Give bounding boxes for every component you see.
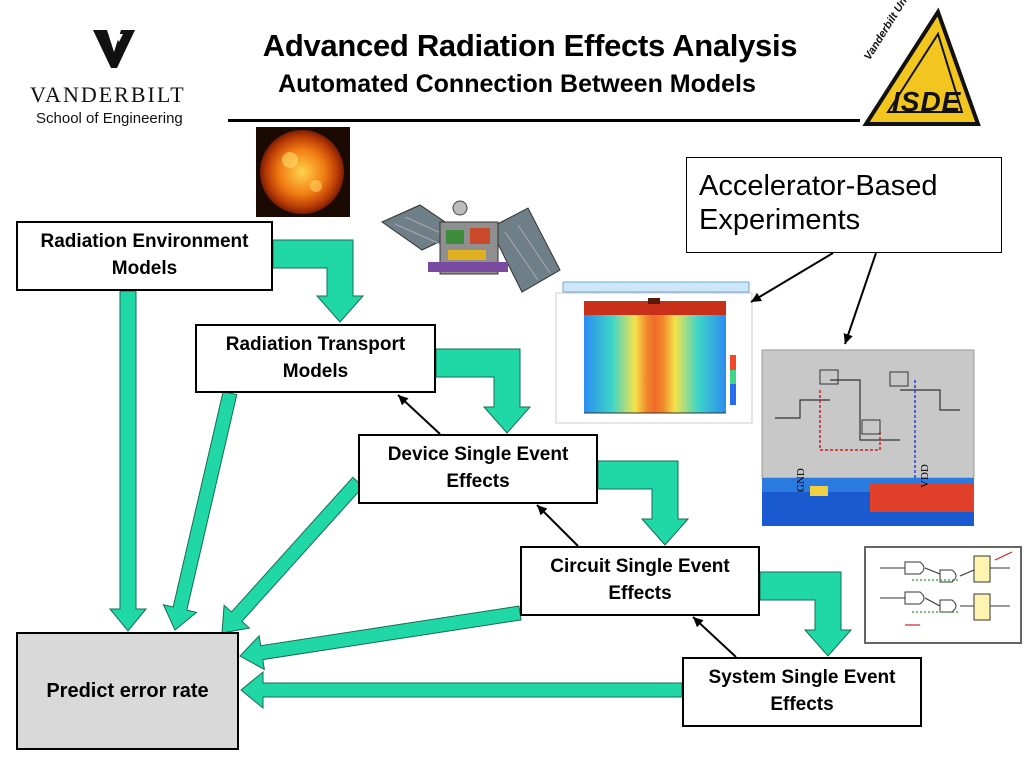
device-to-predict-arrow: [221, 476, 364, 634]
transport-to-device-arrow: [435, 348, 532, 434]
device-simulation-heatmap: [555, 281, 753, 424]
radiation-transport-models-box: Radiation Transport Models: [195, 324, 436, 393]
circuit-to-system-arrow: [759, 571, 853, 657]
sun-photo: [256, 127, 350, 217]
env-to-predict-arrow: [108, 290, 148, 632]
school-of-engineering-label: School of Engineering: [36, 110, 183, 127]
page-title: Advanced Radiation Effects Analysis: [262, 28, 798, 63]
radiation-environment-models-box: Radiation Environment Models: [16, 221, 273, 291]
device-to-transport-feedback-arrow-head: [398, 395, 409, 406]
feedback-arrows: [397, 252, 877, 658]
flow-arrows: [108, 239, 853, 710]
circuit-schematic: [761, 349, 975, 526]
transport-to-predict-arrow: [162, 390, 238, 631]
satellite-render: [380, 200, 561, 293]
logic-circuit-diagram: [864, 546, 1022, 644]
accelerator-based-experiments-callout: Accelerator-Based Experiments: [686, 157, 1002, 253]
predict-error-rate-box: Predict error rate: [16, 632, 239, 750]
circuit-single-event-effects-box: Circuit Single Event Effects: [520, 546, 760, 616]
vanderbilt-wordmark: VANDERBILT: [30, 82, 186, 107]
system-to-predict-arrow: [240, 670, 683, 710]
device-to-circuit-arrow: [597, 460, 690, 546]
system-single-event-effects-box: System Single Event Effects: [682, 657, 922, 727]
circuit-to-predict-arrow: [239, 605, 522, 671]
header-rule: [228, 119, 860, 122]
device-single-event-effects-box: Device Single Event Effects: [358, 434, 598, 504]
schematic-gnd-label: GND: [795, 468, 807, 492]
callout-to-heatmap-arrow-head: [751, 292, 762, 302]
system-to-circuit-feedback-arrow-head: [693, 617, 704, 628]
callout-to-schematic-arrow-head: [843, 333, 853, 344]
callout-to-heatmap-arrow: [750, 252, 834, 303]
page-subtitle: Automated Connection Between Models: [278, 70, 756, 98]
schematic-vdd-label: VDD: [919, 464, 931, 488]
isde-acronym: ISDE: [892, 86, 962, 117]
callout-to-schematic-arrow: [844, 252, 877, 345]
circuit-to-device-feedback-arrow-head: [537, 505, 548, 516]
env-to-transport-arrow: [272, 239, 365, 323]
